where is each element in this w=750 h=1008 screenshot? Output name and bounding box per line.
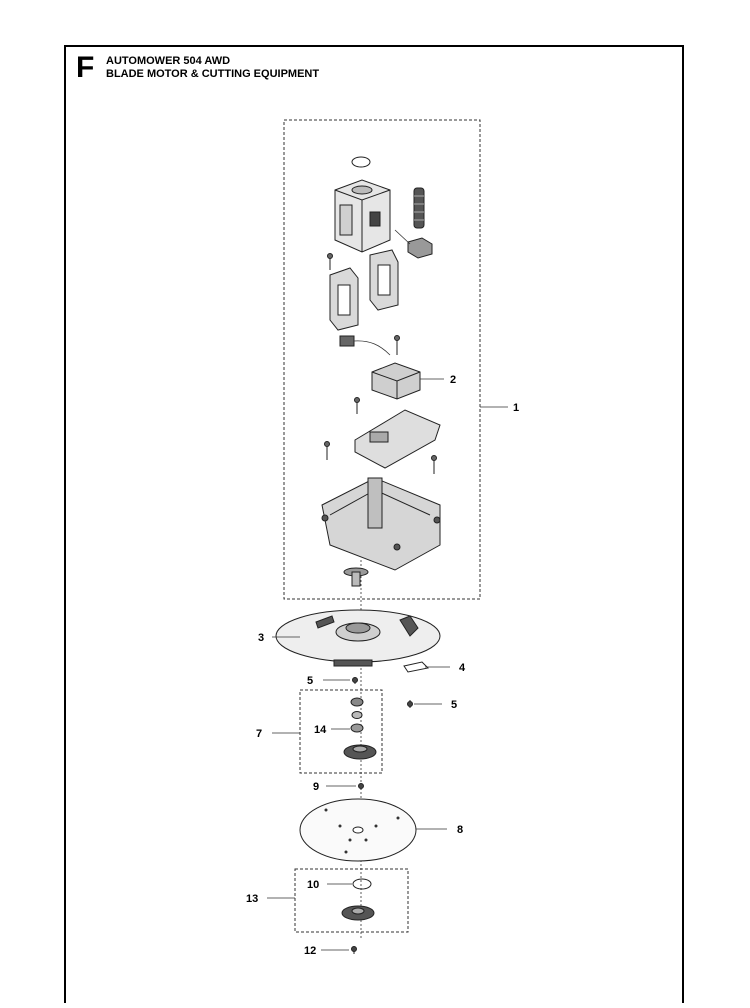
connector-part [394, 229, 433, 259]
motor-base-part [321, 477, 441, 571]
bracket-left-part [329, 267, 359, 331]
screw-part [431, 455, 437, 474]
callout-8: 8 [457, 824, 463, 836]
group-box-1 [283, 119, 481, 600]
blade-motor-part [334, 179, 391, 253]
callout-4: 4 [459, 662, 466, 674]
callout-3: 3 [258, 632, 264, 644]
page-title-subtitle: BLADE MOTOR & CUTTING EQUIPMENT [106, 68, 320, 80]
blade-disc-part [275, 609, 441, 667]
callout-7: 7 [256, 728, 262, 740]
group-box-7 [299, 689, 383, 774]
callout-1: 1 [513, 402, 519, 414]
callout-14: 14 [314, 724, 327, 736]
callout-10: 10 [307, 879, 319, 891]
blade-part [403, 661, 430, 673]
screw-part [394, 335, 400, 355]
callout-9: 9 [313, 781, 319, 793]
callout-12: 12 [304, 945, 316, 957]
callout-5a: 5 [307, 675, 313, 687]
spring-part [413, 187, 425, 229]
callout-5b: 5 [451, 699, 457, 711]
o-ring-part [351, 156, 371, 168]
screw-part [324, 441, 330, 460]
cable-part [339, 335, 391, 356]
callout-13: 13 [246, 893, 258, 905]
skid-plate-part [299, 798, 417, 862]
section-letter: F [76, 51, 95, 84]
center-screw-part [358, 783, 364, 790]
blade-screw-part [352, 677, 358, 684]
diagram-frame [64, 45, 684, 1003]
screw-part [327, 253, 333, 270]
hub-part [343, 567, 369, 587]
drive-hub-part [343, 744, 377, 760]
control-unit-part [371, 362, 421, 400]
bearing-part [350, 697, 364, 733]
motor-plate-part [354, 409, 441, 469]
ring-part [352, 878, 372, 890]
screw-part [354, 397, 360, 414]
bracket-right-part [369, 249, 399, 311]
blade-screw-part [407, 700, 413, 708]
callout-2: 2 [450, 374, 456, 386]
page-title-model: AUTOMOWER 504 AWD [106, 55, 231, 67]
group-box-13 [294, 868, 409, 933]
bottom-screw-part [351, 946, 357, 954]
guard-hub-part [341, 905, 375, 921]
